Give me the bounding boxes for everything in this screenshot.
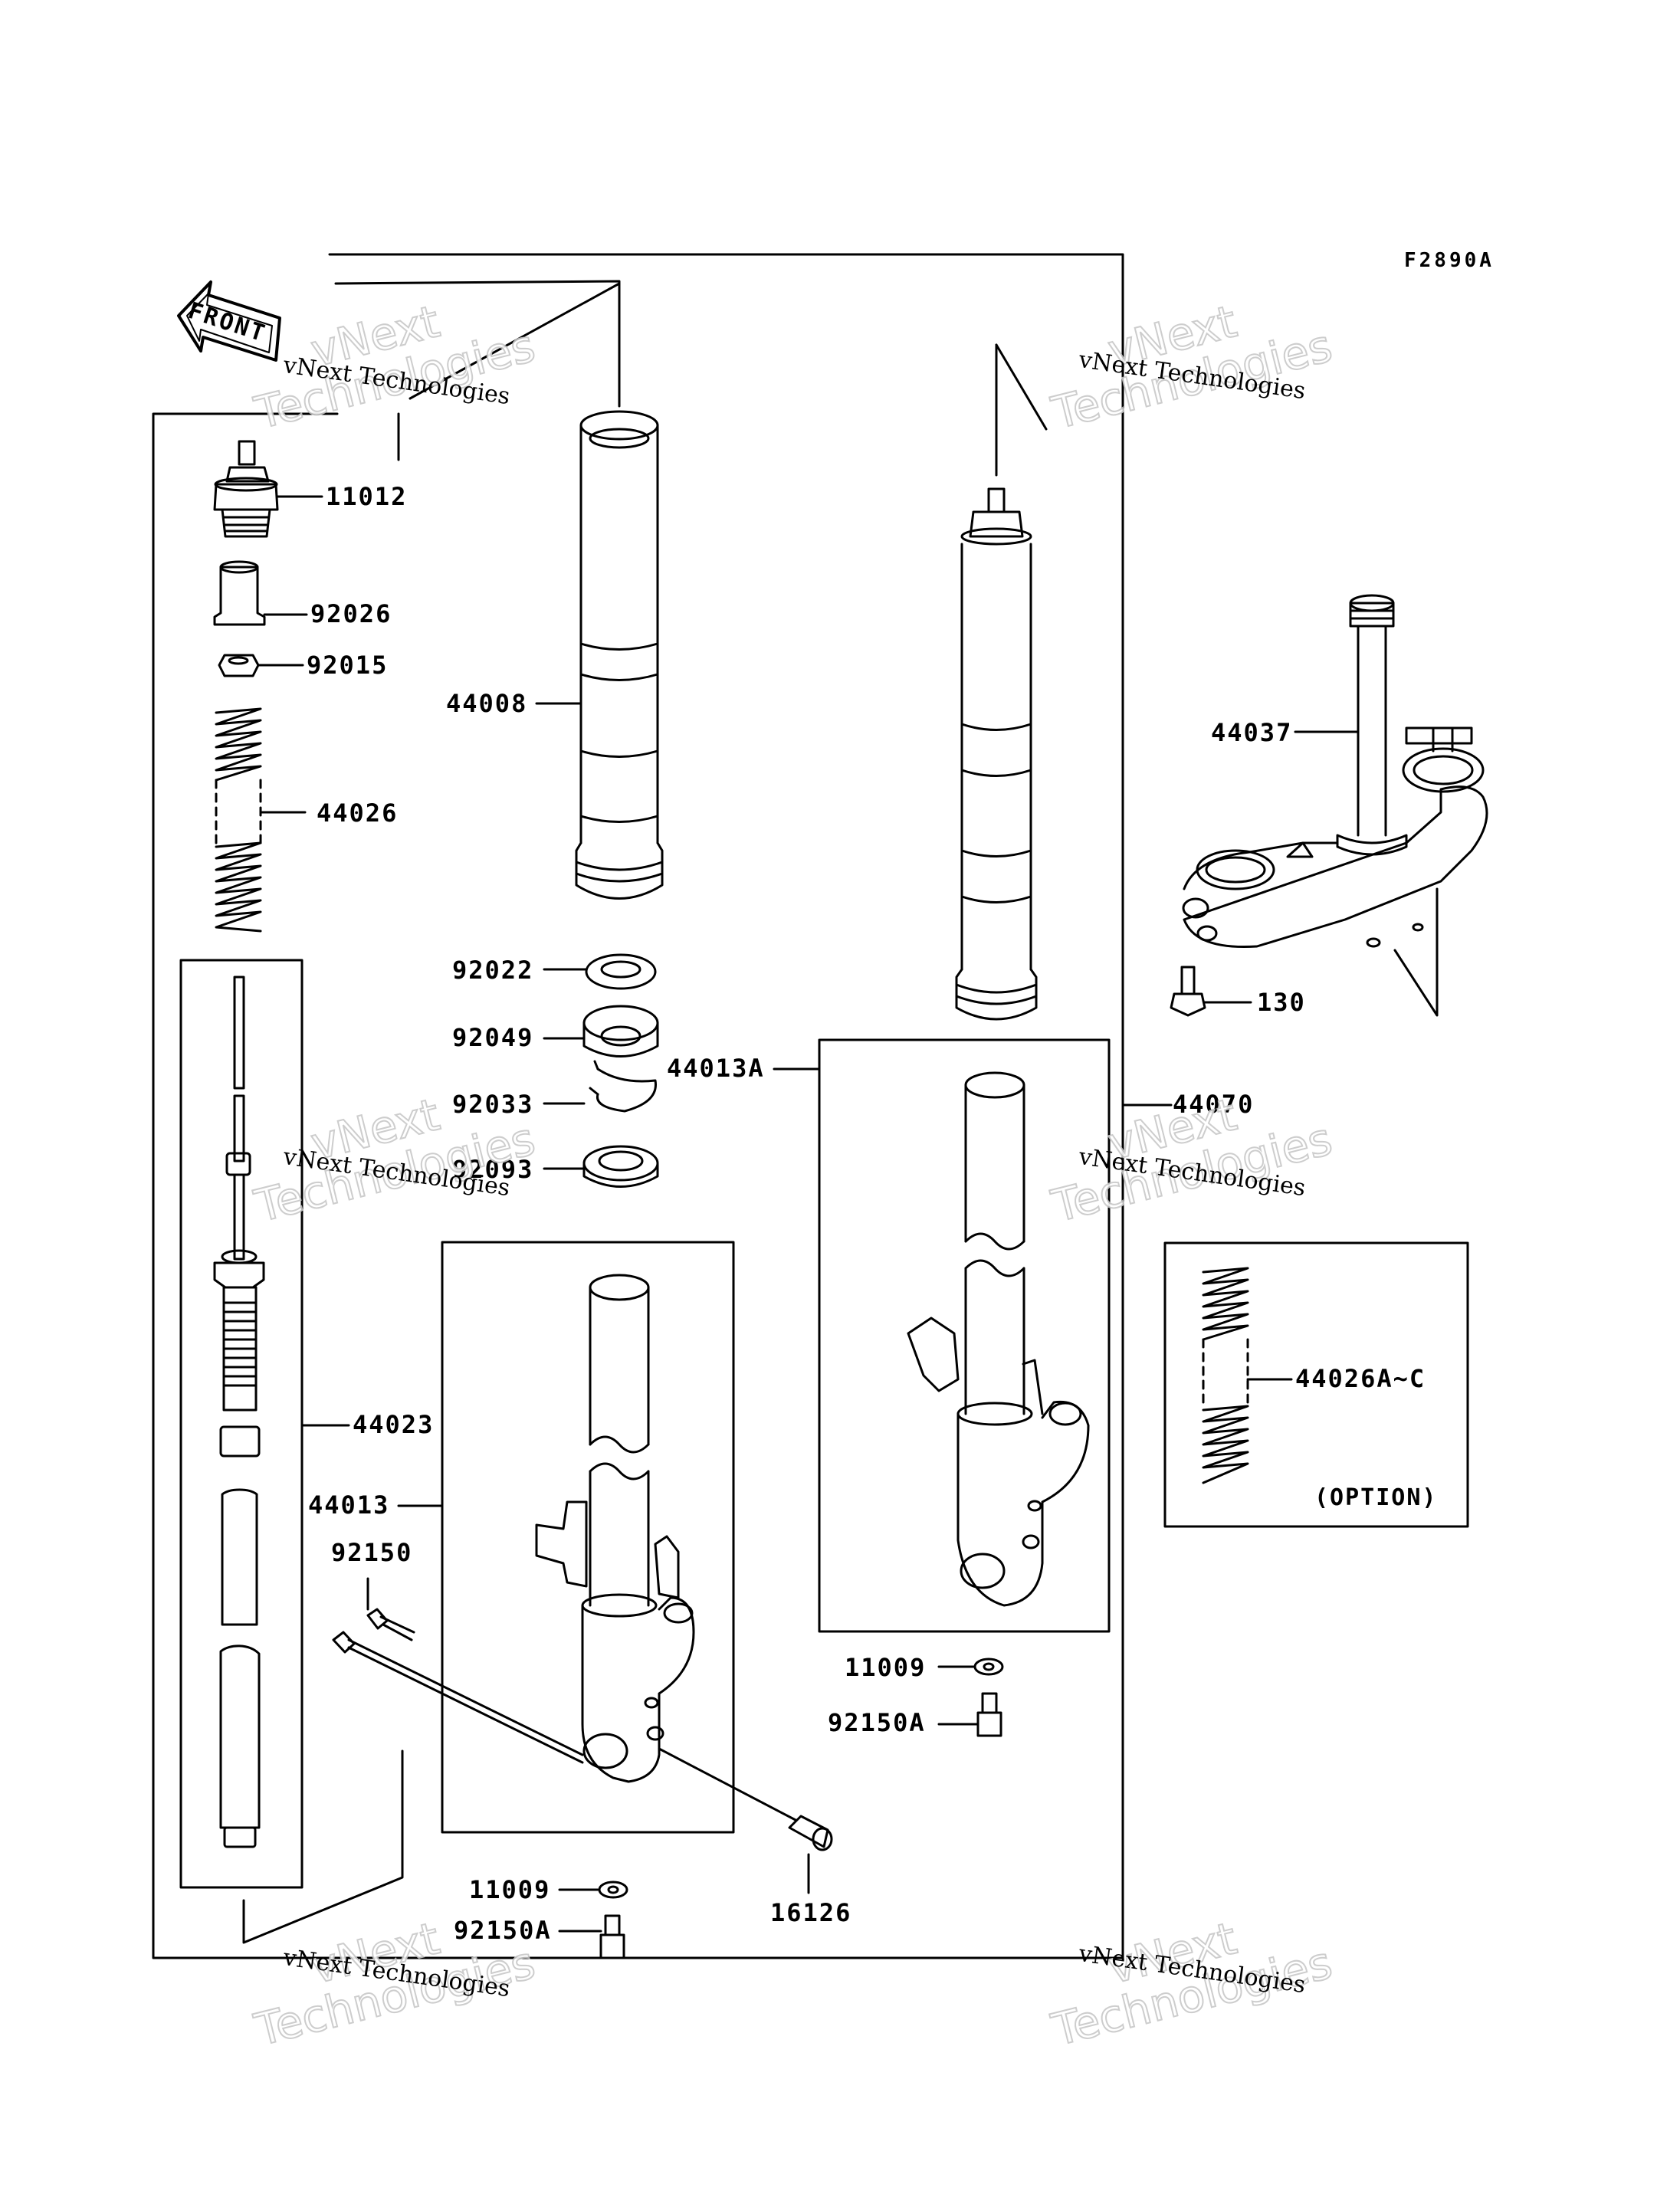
fork-spring-44026	[215, 707, 307, 933]
screw-16126	[658, 1747, 833, 1894]
part-label-11009-right: 11009	[845, 1653, 927, 1682]
dust-seal-92093	[543, 1145, 659, 1188]
guide-line-inner-tube-left	[334, 280, 621, 408]
nut-92015	[218, 654, 304, 677]
part-label-92093: 92093	[452, 1155, 534, 1184]
damper-assembly-box	[179, 959, 304, 1889]
fork-assembly-right	[955, 487, 1038, 1021]
part-label-92033: 92033	[452, 1090, 534, 1119]
part-label-44023: 44023	[353, 1410, 435, 1439]
option-note: (OPTION)	[1314, 1484, 1438, 1511]
guide-line-bottom-left	[242, 1749, 404, 1944]
part-label-44013: 44013	[308, 1490, 390, 1520]
part-label-92049: 92049	[452, 1023, 534, 1052]
part-label-44013A: 44013A	[667, 1054, 765, 1083]
option-spring-box	[1163, 1241, 1469, 1528]
outer-tube-44013	[441, 1274, 695, 1783]
bolt-130	[1170, 966, 1252, 1017]
collar-92026	[213, 560, 308, 626]
part-label-44008: 44008	[446, 689, 528, 718]
oil-seal-92049	[543, 1005, 659, 1058]
guide-line-inner-tube-left-b	[409, 282, 621, 400]
bolt-92150A-left	[558, 1914, 625, 1959]
part-label-44037: 44037	[1211, 718, 1293, 747]
part-label-92150A-left: 92150A	[454, 1916, 552, 1945]
washer-11009-left	[558, 1881, 628, 1899]
steering-stem-44037	[1182, 594, 1488, 949]
cap-bolt-11012	[213, 440, 323, 538]
part-label-92022: 92022	[452, 956, 534, 985]
damper-rod-44023	[213, 976, 350, 1848]
front-arrow-inner	[186, 293, 273, 353]
part-label-11012: 11012	[326, 482, 408, 511]
bolt-92150A-right	[937, 1692, 1002, 1737]
part-label-92015: 92015	[307, 651, 389, 680]
outer-tube-right-box	[818, 1038, 1111, 1633]
outer-tube-left-box	[441, 1241, 735, 1834]
part-label-16126: 16126	[770, 1898, 852, 1927]
washer-11009-right	[937, 1658, 1004, 1676]
inner-tube-44008	[535, 410, 664, 900]
circlip-92033	[543, 1060, 657, 1113]
washer-92022	[543, 953, 657, 990]
part-label-92150A-right: 92150A	[828, 1708, 926, 1737]
front-arrow	[177, 280, 281, 362]
part-label-44070: 44070	[1173, 1090, 1255, 1119]
part-label-44026: 44026	[317, 798, 399, 828]
part-label-92026: 92026	[310, 599, 392, 628]
outer-tube-44013A	[907, 1071, 1090, 1607]
guide-line-stem	[1393, 887, 1439, 1017]
guide-line-inner-tube-right-b	[995, 343, 1048, 431]
part-label-44026AC: 44026A~C	[1295, 1364, 1426, 1393]
outer-frame	[152, 253, 1124, 1959]
diagram-code: F2890A	[1404, 249, 1495, 272]
part-label-11009-left: 11009	[469, 1875, 551, 1904]
bolts-92150	[332, 1577, 584, 1764]
part-label-92150: 92150	[331, 1538, 413, 1567]
part-label-130: 130	[1257, 988, 1306, 1017]
option-spring-44026AC	[1202, 1267, 1293, 1484]
